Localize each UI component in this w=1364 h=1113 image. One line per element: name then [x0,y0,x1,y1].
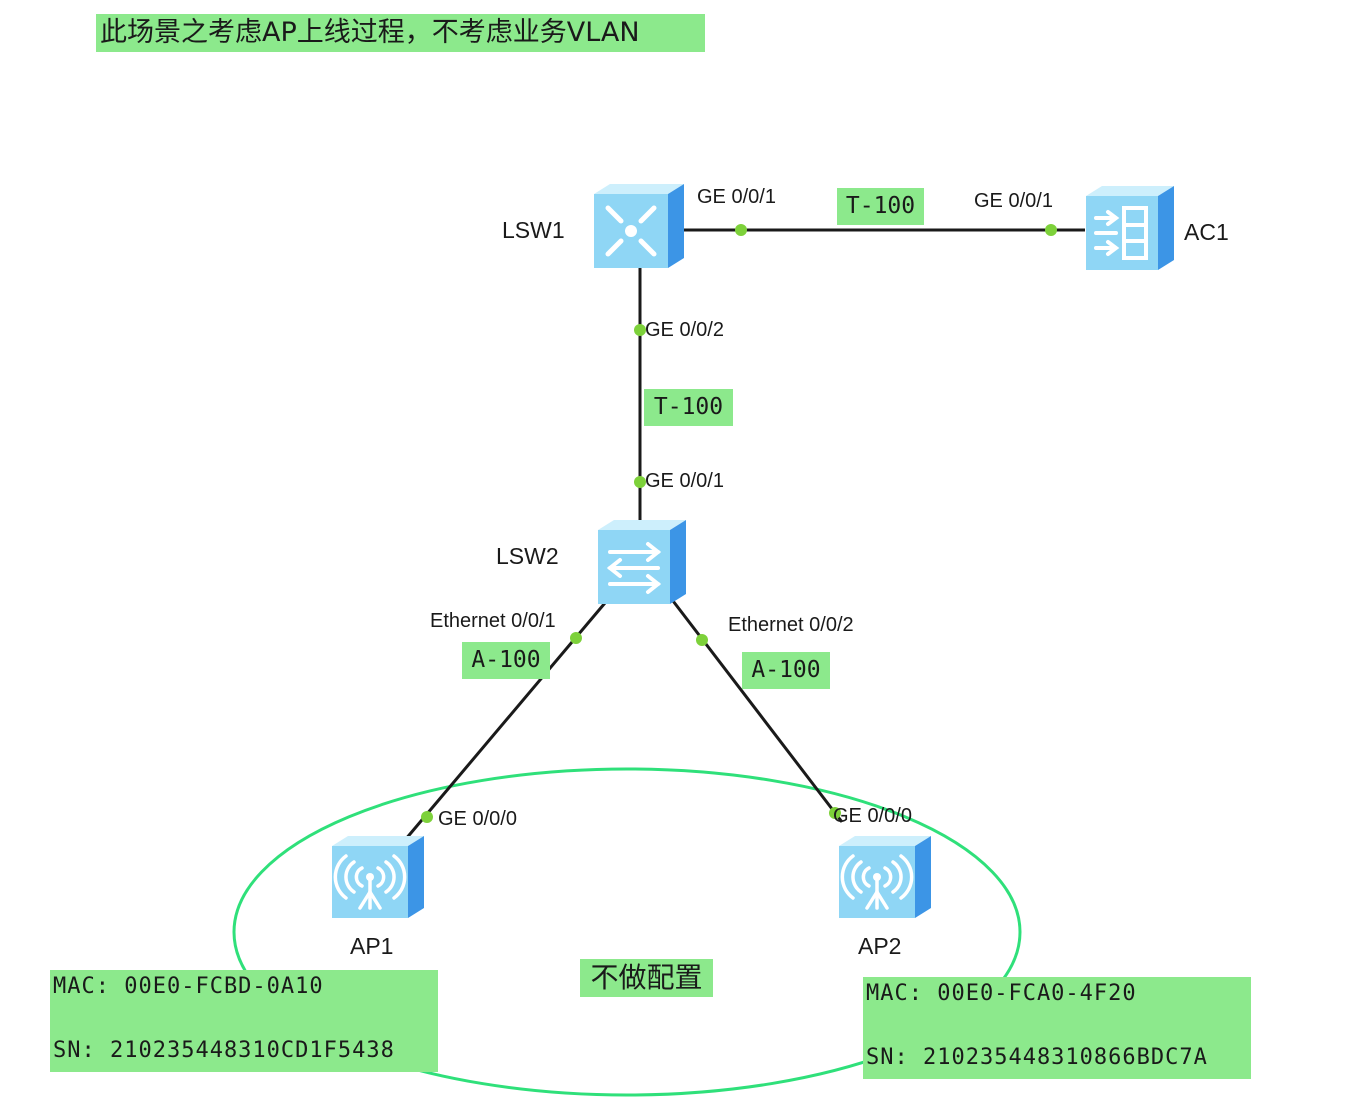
ap2-sn: SN: 210235448310866BDC7A [866,1045,1208,1070]
port-dot [570,632,582,644]
port-dot [634,476,646,488]
port-label-ap1-ge000: GE 0/0/0 [438,808,517,830]
ac1-label: AC1 [1184,219,1229,245]
port-dot [829,807,841,819]
ap1-sn: SN: 210235448310CD1F5438 [53,1038,395,1063]
lsw2-switch-icon[interactable] [592,516,688,608]
ap1-label: AP1 [350,933,394,959]
port-label-lsw2-ge001: GE 0/0/1 [645,470,724,492]
lsw2-label: LSW2 [496,543,559,569]
port-dot [1045,224,1057,236]
port-dot [421,811,433,823]
page-title: 此场景之考虑AP上线过程，不考虑业务VLAN [96,14,705,52]
ap-group-ellipse [232,767,1022,1097]
ap2-info-box: MAC: 00E0-FCA0-4F20 SN: 210235448310866B… [863,977,1251,1079]
ap2-wireless-ap-icon[interactable] [835,832,933,922]
port-dot [735,224,747,236]
ap1-mac: MAC: 00E0-FCBD-0A10 [53,974,324,999]
ap1-wireless-ap-icon[interactable] [328,832,426,922]
port-dot [634,324,646,336]
ap2-label: AP2 [858,933,902,959]
vlan-tag-lsw1-ac1: T-100 [837,188,924,225]
link-lsw2-ap2 [668,596,844,823]
vlan-tag-lsw2-ap1: A-100 [462,642,550,679]
vlan-tag-lsw2-ap2: A-100 [742,652,830,689]
vlan-tag-lsw1-lsw2: T-100 [644,389,733,426]
port-label-lsw2-eth001: Ethernet 0/0/1 [430,610,556,632]
port-label-lsw2-eth002: Ethernet 0/0/2 [728,614,854,636]
lsw1-core-switch-icon[interactable] [588,180,686,272]
port-label-ap2-ge000: GE 0/0/0 [833,805,912,827]
ac1-access-controller-icon[interactable] [1082,182,1176,274]
ap1-info-box: MAC: 00E0-FCBD-0A10 SN: 210235448310CD1F… [50,970,438,1072]
lsw1-label: LSW1 [502,217,565,243]
port-label-lsw1-ge001: GE 0/0/1 [697,186,776,208]
port-dot [696,634,708,646]
port-label-ac1-ge001: GE 0/0/1 [974,190,1053,212]
ap2-mac: MAC: 00E0-FCA0-4F20 [866,981,1137,1006]
port-label-lsw1-ge002: GE 0/0/2 [645,319,724,341]
no-config-note: 不做配置 [580,959,713,997]
